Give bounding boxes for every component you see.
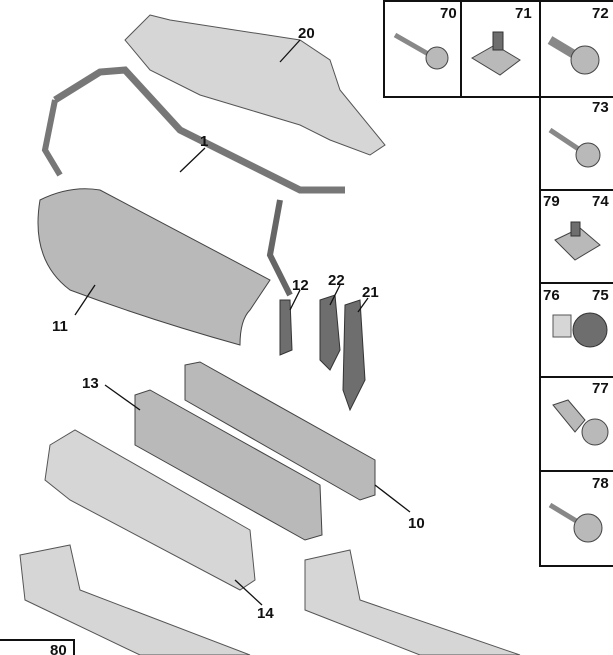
callout-1[interactable]: 1 xyxy=(200,133,208,150)
fastener-box-76-75[interactable]: 76 75 xyxy=(539,282,613,378)
leader-1 xyxy=(179,147,206,173)
callout-20[interactable]: 20 xyxy=(298,25,315,42)
callout-14[interactable]: 14 xyxy=(257,605,274,622)
part-1-left-bracket xyxy=(41,99,63,177)
fastener-box-73[interactable]: 73 xyxy=(539,96,613,191)
fastener-box-71[interactable]: 71 xyxy=(460,0,541,98)
box-label-75: 75 xyxy=(592,287,609,304)
box-label-72: 72 xyxy=(592,5,609,22)
lower-beam-left xyxy=(19,544,251,655)
leader-22 xyxy=(329,284,341,306)
box-label-77: 77 xyxy=(592,380,609,397)
box-label-74: 74 xyxy=(592,193,609,210)
part-12-bracket[interactable] xyxy=(279,299,293,356)
part-21-bracket[interactable] xyxy=(342,299,366,412)
callout-10[interactable]: 10 xyxy=(408,515,425,532)
part-11-grille-surround[interactable] xyxy=(37,188,271,346)
leader-20 xyxy=(279,39,301,63)
box-label-79: 79 xyxy=(543,193,560,210)
box-label-76: 76 xyxy=(543,287,560,304)
box-label-80: 80 xyxy=(50,642,67,655)
part-1-right-bracket xyxy=(266,199,293,297)
callout-22[interactable]: 22 xyxy=(328,272,345,289)
part-14-air-duct[interactable] xyxy=(44,429,256,591)
fastener-box-72[interactable]: 72 xyxy=(539,0,613,98)
leader-10 xyxy=(374,484,411,513)
leader-14 xyxy=(234,579,263,606)
fastener-box-70[interactable]: 70 xyxy=(383,0,462,98)
callout-13[interactable]: 13 xyxy=(82,375,99,392)
callout-21[interactable]: 21 xyxy=(362,284,379,301)
part-10-shutter[interactable] xyxy=(184,361,376,501)
fastener-box-77[interactable]: 77 xyxy=(539,376,613,472)
callout-11[interactable]: 11 xyxy=(52,318,68,335)
fastener-box-79-74[interactable]: 79 74 xyxy=(539,189,613,284)
leader-13 xyxy=(104,384,141,411)
part-22-bracket[interactable] xyxy=(319,294,341,371)
box-label-71: 71 xyxy=(515,5,532,22)
part-1-crossmember[interactable] xyxy=(53,66,345,194)
part-20-shield[interactable] xyxy=(124,14,386,156)
part-13-shutter[interactable] xyxy=(134,389,323,541)
leader-11 xyxy=(74,284,96,316)
leader-21 xyxy=(357,297,369,313)
fastener-box-78[interactable]: 78 xyxy=(539,470,613,567)
lower-beam-right xyxy=(304,549,521,655)
callout-12[interactable]: 12 xyxy=(292,277,309,294)
box-label-73: 73 xyxy=(592,99,609,116)
box-label-78: 78 xyxy=(592,475,609,492)
fastener-box-80[interactable]: 80 xyxy=(0,639,75,655)
box-label-70: 70 xyxy=(440,5,457,22)
leader-12 xyxy=(289,289,301,311)
